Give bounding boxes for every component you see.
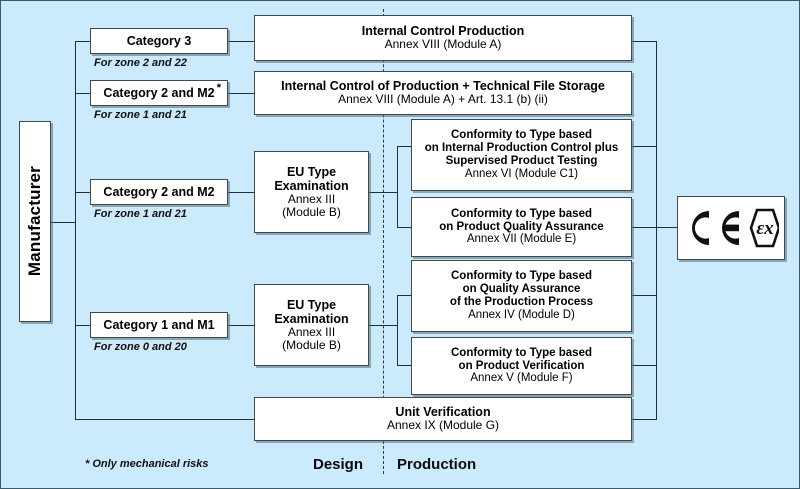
connector-eu-type-2-to-conformity-3 — [397, 295, 411, 296]
connector-eu-type-1-to-conformity-2 — [397, 227, 411, 228]
category-zone-label: For zone 1 and 21 — [94, 208, 187, 220]
production-box-subtitle: Annex IX (Module G) — [386, 418, 500, 433]
conformity-box-module-e[interactable]: Conformity to Type based on Product Qual… — [411, 197, 632, 257]
connector-bus-to-category-3 — [75, 41, 90, 42]
connector-category-3-to-internal-control — [228, 41, 254, 42]
connector-eu-type-2-out — [369, 325, 397, 326]
internal-control-production-box[interactable]: Internal Control Production Annex VIII (… — [254, 15, 632, 61]
unit-verification-box[interactable]: Unit Verification Annex IX (Module G) — [254, 397, 632, 441]
connector-bus-to-category-2-star — [75, 93, 90, 94]
production-box-title: Internal Control of Production + Technic… — [281, 79, 605, 94]
conformity-title-line: Conformity to Type based — [451, 129, 592, 142]
svg-text:εx: εx — [756, 218, 774, 239]
category-zone-label: For zone 2 and 22 — [94, 57, 187, 69]
conformity-title-line: on Internal Production Control plus — [424, 142, 619, 155]
connector-category-1-to-eu-type-2 — [228, 325, 254, 326]
ce-ex-mark-icon: εx — [692, 208, 779, 248]
conformity-box-module-c1[interactable]: Conformity to Type based on Internal Pro… — [411, 119, 632, 191]
conformity-title-line: on Product Quality Assurance — [439, 220, 604, 233]
category-footnote-marker: * — [216, 82, 221, 94]
connector-eu-type-1-to-conformity-1 — [397, 146, 411, 147]
category-zone-label: For zone 0 and 20 — [94, 341, 187, 353]
connector-eu-type-2-fan — [397, 295, 398, 365]
connector-category-2-star-to-internal-control-storage — [228, 93, 254, 94]
connector-category-2-to-eu-type-1 — [228, 192, 254, 193]
conformity-subtitle: Annex VI (Module C1) — [464, 167, 579, 180]
eu-type-line-1: EU Type — [286, 297, 337, 312]
internal-control-production-technical-file-box[interactable]: Internal Control of Production + Technic… — [254, 71, 632, 115]
connector-right-bus — [656, 41, 657, 420]
production-box-subtitle: Annex VIII (Module A) + Art. 13.1 (b) (i… — [338, 92, 548, 107]
connector-eu-type-2-to-conformity-4 — [397, 365, 411, 366]
connector-manufacturer-stub — [51, 222, 75, 223]
conformity-box-module-d[interactable]: Conformity to Type based on Quality Assu… — [411, 260, 632, 332]
connector-left-bus — [75, 41, 76, 420]
category-zone-label: For zone 1 and 21 — [94, 109, 187, 121]
connector-bus-to-category-1 — [75, 325, 90, 326]
connector-prod-1-to-right-bus — [632, 41, 656, 42]
eu-type-line-1: EU Type — [286, 164, 337, 179]
design-production-divider — [383, 9, 384, 474]
eu-type-line-2: Examination — [274, 178, 349, 193]
eu-type-module: (Module B) — [282, 338, 341, 352]
connector-conformity-2-to-right-bus — [632, 227, 677, 228]
category-label: Category 3 — [126, 34, 192, 48]
connector-conformity-4-to-right-bus — [632, 365, 656, 366]
connector-conformity-3-to-right-bus — [632, 295, 656, 296]
connector-conformity-1-to-right-bus — [632, 146, 656, 147]
category-label: Category 2 and M2 — [103, 185, 215, 199]
conformity-title-line: on Product Verification — [458, 359, 585, 372]
category-box-3[interactable]: Category 3 — [90, 28, 228, 54]
eu-type-annex: Annex III — [287, 324, 336, 339]
category-label: Category 1 and M1 — [103, 318, 215, 332]
eu-type-line-2: Examination — [274, 311, 349, 326]
category-box-2-m2[interactable]: Category 2 and M2 — [90, 179, 228, 205]
footnote-mechanical-risks: * Only mechanical risks — [85, 458, 209, 470]
conformity-title-line: Conformity to Type based — [451, 346, 592, 359]
ce-ex-marking: εx — [677, 196, 785, 260]
conformity-title-line: Supervised Product Testing — [445, 155, 598, 167]
manufacturer-box[interactable]: Manufacturer — [19, 121, 51, 322]
category-box-2-m2-star[interactable]: Category 2 and M2 * — [90, 80, 228, 106]
connector-eu-type-1-fan — [397, 146, 398, 227]
conformity-subtitle: Annex VII (Module E) — [466, 233, 577, 246]
conformity-title-line: on Quality Assurance — [462, 283, 581, 296]
conformity-subtitle: Annex IV (Module D) — [468, 308, 575, 321]
production-box-title: Internal Control Production — [361, 24, 525, 39]
connector-unit-verification-to-right-bus — [632, 419, 656, 420]
connector-eu-type-1-out — [369, 192, 397, 193]
category-label: Category 2 and M2 — [103, 86, 215, 100]
label-production: Production — [397, 456, 477, 473]
production-box-subtitle: Annex VIII (Module A) — [384, 37, 502, 52]
conformity-box-module-f[interactable]: Conformity to Type based on Product Veri… — [411, 337, 632, 395]
connector-bus-to-category-2 — [75, 192, 90, 193]
eu-type-examination-box-2[interactable]: EU Type Examination Annex III (Module B) — [254, 284, 369, 366]
conformity-title-line: Conformity to Type based — [451, 270, 592, 283]
conformity-title-line: Conformity to Type based — [451, 207, 592, 220]
eu-type-annex: Annex III — [287, 191, 336, 206]
label-design: Design — [313, 456, 364, 473]
manufacturer-label: Manufacturer — [25, 166, 44, 277]
conformity-title-line: of the Production Process — [449, 296, 594, 308]
category-box-1-m1[interactable]: Category 1 and M1 — [90, 312, 228, 338]
production-box-title: Unit Verification — [395, 405, 491, 420]
eu-type-module: (Module B) — [282, 205, 341, 219]
connector-bus-to-unit-verification — [75, 419, 254, 420]
conformity-subtitle: Annex V (Module F) — [470, 372, 573, 385]
eu-type-examination-box-1[interactable]: EU Type Examination Annex III (Module B) — [254, 151, 369, 233]
